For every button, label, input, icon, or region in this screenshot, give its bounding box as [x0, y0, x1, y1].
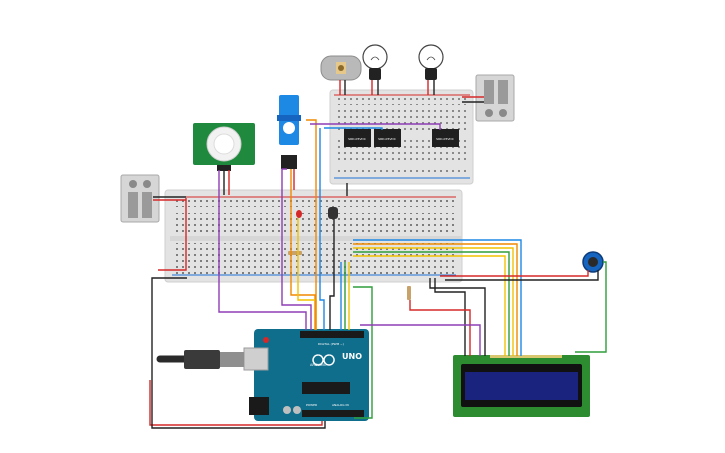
servo-motor[interactable]	[277, 95, 301, 169]
wire-yellow[interactable]	[353, 255, 506, 356]
arduino-digital-label: DIGITAL (PWM ~)	[318, 342, 344, 346]
breadboard-relay[interactable]	[329, 89, 474, 185]
light-bulb[interactable]	[362, 44, 388, 80]
wire-black[interactable]	[445, 270, 599, 281]
wire-orange[interactable]	[353, 243, 518, 356]
wires	[149, 80, 607, 429]
battery-pack[interactable]	[475, 74, 515, 122]
transistor[interactable]	[328, 207, 338, 219]
lcd-16x2[interactable]	[453, 355, 590, 417]
resistor[interactable]	[407, 286, 411, 300]
wire-yellow[interactable]	[353, 247, 514, 356]
wire-blue[interactable]	[319, 128, 325, 330]
wire-green[interactable]	[575, 261, 607, 353]
wire-black[interactable]	[329, 219, 335, 330]
relay-label: SRD-05VDC	[378, 137, 396, 141]
wire-red[interactable]	[158, 198, 187, 271]
relay[interactable]: SRD-05VDC	[432, 129, 459, 147]
breadboard-main[interactable]	[164, 189, 463, 283]
usb-cable[interactable]	[156, 350, 244, 369]
wire-red[interactable]	[440, 270, 589, 277]
wire-red[interactable]	[409, 300, 471, 356]
relay[interactable]: SRD-05VDC	[374, 129, 401, 147]
wire-blue[interactable]	[324, 127, 383, 130]
wire-black[interactable]	[429, 278, 486, 356]
wire-green[interactable]	[353, 286, 373, 419]
pir-sensor[interactable]	[193, 123, 255, 171]
led-red[interactable]	[296, 210, 302, 218]
wire-red[interactable]	[149, 380, 323, 426]
arduino-power-label: POWER	[306, 403, 317, 407]
dc-motor[interactable]	[320, 55, 362, 81]
wire-black[interactable]	[151, 277, 326, 429]
arduino-logo-text: UNO	[342, 352, 362, 361]
wire-purple[interactable]	[218, 170, 307, 330]
wire-blue[interactable]	[353, 239, 522, 356]
wire-purple[interactable]	[360, 324, 481, 356]
arduino-analog-label: ANALOG IN	[332, 403, 349, 407]
arduino-uno[interactable]: UNO ARDUINO DIGITAL (PWM ~) ANALOG IN PO…	[243, 329, 369, 421]
wire-purple[interactable]	[281, 168, 312, 330]
relay[interactable]: SRD-05VDC	[344, 129, 371, 147]
potentiometer[interactable]	[582, 251, 604, 273]
resistor[interactable]	[288, 251, 302, 255]
wire-purple[interactable]	[310, 123, 441, 130]
relay-label: SRD-05VDC	[436, 137, 454, 141]
wire-orange[interactable]	[306, 119, 317, 330]
wire-green[interactable]	[353, 251, 510, 356]
wire-black[interactable]	[434, 278, 466, 356]
light-bulb[interactable]	[418, 44, 444, 80]
wire-orange[interactable]	[290, 169, 316, 330]
battery-pack[interactable]	[120, 174, 160, 223]
relay-label: SRD-05VDC	[348, 137, 366, 141]
